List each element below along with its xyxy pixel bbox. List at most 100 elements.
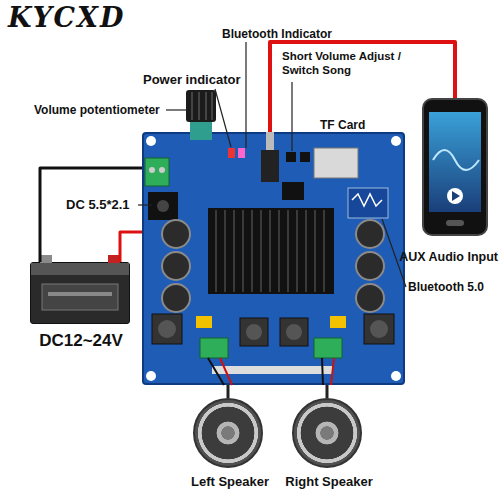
amplifier-board-parts <box>152 314 394 346</box>
leader-lines <box>215 89 231 147</box>
amplifier-board-parts <box>242 210 244 292</box>
battery-node: DC12~24V <box>30 262 130 324</box>
battery-details <box>42 284 118 310</box>
amplifier-board-parts <box>145 90 401 385</box>
battery-details <box>31 263 129 275</box>
amplifier-board-parts <box>246 324 262 340</box>
amplifier-board-parts <box>162 284 190 312</box>
phone-details <box>429 112 481 226</box>
amplifier-board-parts <box>323 210 325 292</box>
amplifier-board-parts <box>314 210 316 292</box>
part-label: Volume potentiometer <box>34 103 166 117</box>
amplifier-board-parts <box>356 220 384 248</box>
watermark: KYCXD <box>8 2 148 34</box>
amplifier-board-parts <box>278 210 280 292</box>
amplifier-board-parts <box>162 252 190 280</box>
phone-details <box>452 191 460 201</box>
amplifier-board-parts <box>280 318 308 346</box>
amplifier-board-parts <box>251 210 253 292</box>
amplifier-board-parts <box>208 358 224 385</box>
part-label: DC 5.5*2.1 <box>66 197 142 213</box>
audio-player: AUX Audio Input <box>422 98 488 236</box>
amplifier-board-parts <box>296 210 298 292</box>
amplifier-board-parts <box>370 320 388 338</box>
amplifier-board-parts <box>152 314 182 344</box>
amplifier-board-parts <box>364 314 394 344</box>
amplifier-board-parts <box>158 320 388 340</box>
amplifier-board-parts <box>238 148 245 158</box>
leader-lines <box>291 82 292 151</box>
amplifier-board-parts <box>260 210 262 292</box>
leader-lines <box>166 109 186 110</box>
battery-details <box>48 292 112 296</box>
amplifier-board-parts <box>391 136 401 146</box>
amplifier-board-parts <box>330 316 346 328</box>
amplifier-board-parts <box>215 210 217 292</box>
amplifier-board-parts <box>211 92 213 120</box>
wire-connector <box>326 385 329 398</box>
leader-lines <box>138 204 152 205</box>
amplifier-board-parts <box>286 324 302 340</box>
amplifier-board-parts <box>352 194 382 206</box>
node-label: AUX Audio Input <box>398 250 498 265</box>
battery-details <box>108 255 120 263</box>
amplifier-board-parts <box>145 158 169 186</box>
amplifier-board-parts <box>200 338 228 358</box>
amplifier-board-parts <box>158 320 176 338</box>
amplifier-board-parts <box>269 210 271 292</box>
amplifier-board-parts <box>314 338 342 358</box>
amplifier-board-parts <box>146 136 156 146</box>
node-label: DC12~24V <box>23 331 139 351</box>
phone-details <box>446 220 464 226</box>
amplifier-board: TF Card <box>142 132 405 385</box>
amplifier-board-parts <box>162 220 190 248</box>
amplifier-board-parts <box>228 148 235 158</box>
wire-connector <box>40 168 142 262</box>
amplifier-board-parts <box>356 284 384 312</box>
amplifier-board-parts <box>331 358 334 385</box>
node-label: Left Speaker <box>165 474 295 490</box>
amplifier-board-parts <box>149 167 155 173</box>
part-label: Power indicator <box>143 72 245 88</box>
amplifier-board-parts <box>348 188 388 218</box>
amplifier-board-parts <box>322 358 323 385</box>
amplifier-board-parts <box>287 210 289 292</box>
leader-lines <box>245 42 246 148</box>
amplifier-board-parts <box>282 182 304 200</box>
amplifier-board-parts <box>159 167 165 173</box>
phone-details <box>447 188 463 204</box>
phone-details <box>429 112 481 212</box>
speaker: Right Speaker <box>292 398 362 468</box>
amplifier-board-parts <box>148 192 178 220</box>
amplifier-board-parts <box>286 152 296 162</box>
part-label: Bluetooth Indicator <box>222 27 346 41</box>
amplifier-board-parts <box>305 210 307 292</box>
speaker: Left Speaker <box>193 398 263 468</box>
amplifier-board-parts <box>261 150 279 182</box>
amplifier-board-parts <box>191 92 193 120</box>
amplifier-board-parts <box>196 316 212 328</box>
leader-lines <box>138 42 406 287</box>
amplifier-board-parts <box>190 120 212 140</box>
amplifier-board-parts <box>391 371 401 381</box>
amplifier-board-parts <box>198 92 200 120</box>
amplifier-board-parts <box>220 358 232 385</box>
amplifier-board-parts <box>233 210 235 292</box>
amplifier-board-parts <box>216 210 324 292</box>
amplifier-board-parts <box>314 148 358 178</box>
amplifier-board-parts <box>157 200 169 212</box>
amplifier-board-parts <box>212 366 332 374</box>
amplifier-board-parts <box>208 208 334 294</box>
battery-details <box>40 255 52 263</box>
amplifier-board-parts <box>186 90 216 122</box>
amplifier-board-parts <box>356 252 384 280</box>
wire-connector <box>120 232 142 262</box>
part-label: Bluetooth 5.0 <box>408 280 498 294</box>
amplifier-board-parts <box>240 318 268 346</box>
leader-lines <box>382 219 406 287</box>
amplifier-board-parts <box>224 210 226 292</box>
node-label: Right Speaker <box>264 474 394 490</box>
battery-details <box>31 255 129 310</box>
